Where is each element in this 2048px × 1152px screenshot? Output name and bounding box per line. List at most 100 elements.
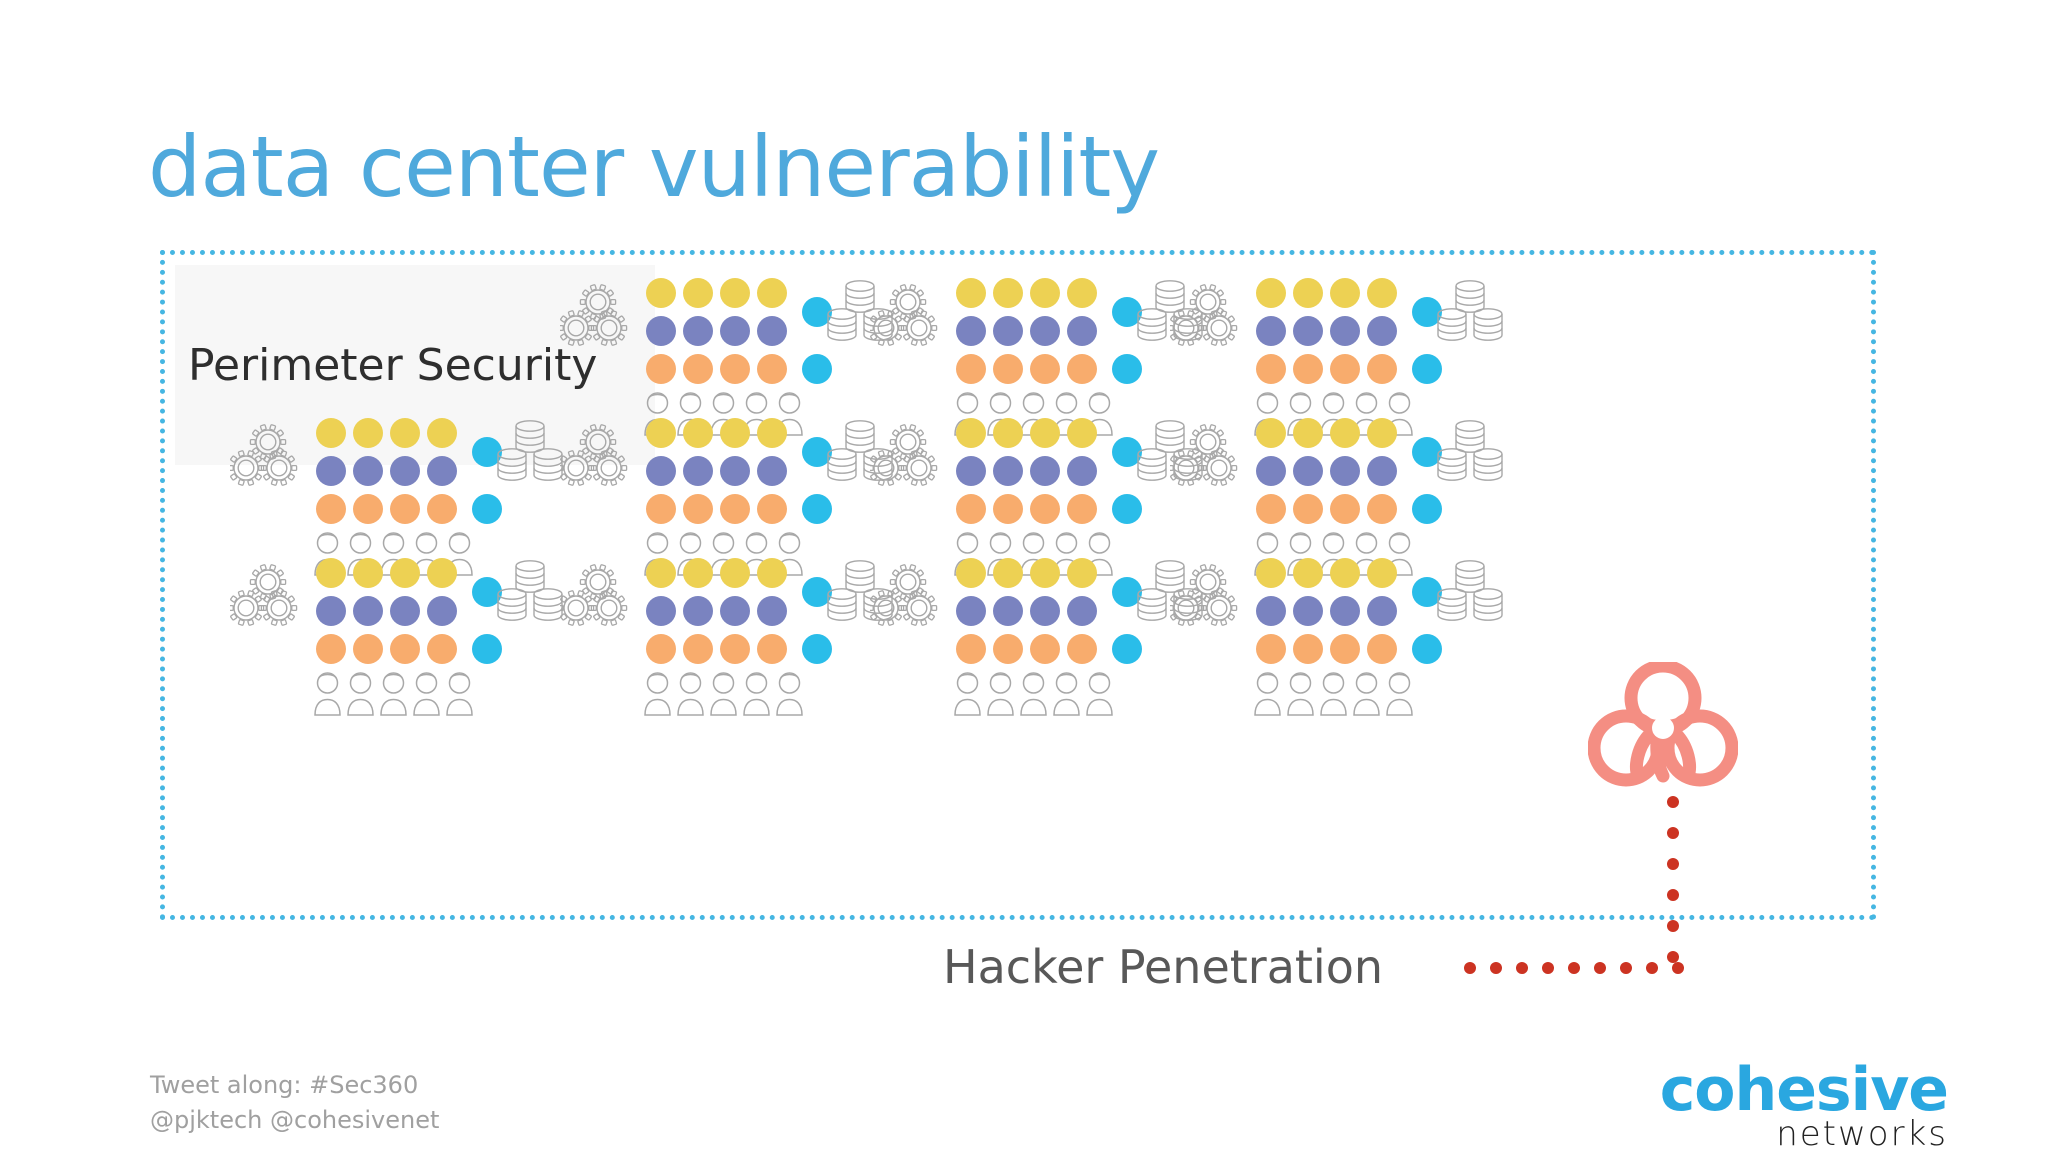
server-dot-purple xyxy=(993,316,1023,346)
trail-dot xyxy=(1490,962,1502,974)
server-dot-yellow xyxy=(1293,278,1323,308)
gear-icon xyxy=(870,424,940,490)
logo-sub-text: networks xyxy=(1776,1114,1948,1152)
database-icon xyxy=(825,278,895,348)
server-dot-yellow xyxy=(993,418,1023,448)
server-dot-yellow xyxy=(1330,278,1360,308)
trail-dot xyxy=(1646,962,1658,974)
server-dot-cyan xyxy=(1412,354,1442,384)
server-dot-orange xyxy=(1330,634,1360,664)
server-dot-orange xyxy=(757,494,787,524)
server-dot-cyan xyxy=(1412,437,1442,467)
server-dot-purple xyxy=(1367,596,1397,626)
server-dot-matrix xyxy=(316,558,502,666)
server-dot-yellow xyxy=(427,418,457,448)
server-dot-purple xyxy=(1256,456,1286,486)
server-dot-orange xyxy=(1293,634,1323,664)
server-dot-cyan xyxy=(802,297,832,327)
perimeter-boundary xyxy=(160,250,1876,920)
server-rack-cluster[interactable] xyxy=(1170,550,1503,730)
server-dot-purple xyxy=(993,596,1023,626)
server-dot-cyan xyxy=(1412,494,1442,524)
server-dot-matrix xyxy=(316,418,502,526)
server-dot-orange xyxy=(956,494,986,524)
server-dot-yellow xyxy=(316,418,346,448)
person-icon xyxy=(987,670,1014,720)
server-dot-purple xyxy=(316,456,346,486)
database-icon xyxy=(825,418,895,488)
server-dot-yellow xyxy=(1293,558,1323,588)
server-dot-cyan xyxy=(1112,634,1142,664)
server-dot-purple xyxy=(1367,316,1397,346)
server-dot-purple xyxy=(646,596,676,626)
server-dot-orange xyxy=(993,354,1023,384)
server-rack-cluster[interactable] xyxy=(560,410,893,590)
server-rack-cluster[interactable] xyxy=(230,410,563,590)
person-icon xyxy=(1353,670,1380,720)
server-dot-purple xyxy=(316,596,346,626)
server-dot-yellow xyxy=(646,418,676,448)
server-dot-orange xyxy=(1367,354,1397,384)
person-icon xyxy=(446,670,473,720)
server-dot-purple xyxy=(1030,596,1060,626)
server-dot-purple xyxy=(1256,316,1286,346)
server-dot-purple xyxy=(757,316,787,346)
server-dot-yellow xyxy=(1256,558,1286,588)
server-dot-purple xyxy=(1030,316,1060,346)
server-dot-yellow xyxy=(757,558,787,588)
server-rack-cluster[interactable] xyxy=(230,550,563,730)
page-title: data center vulnerability xyxy=(148,118,1160,216)
tweet-line-1: Tweet along: #Sec360 xyxy=(150,1071,419,1099)
server-dot-orange xyxy=(956,354,986,384)
gear-icon xyxy=(560,424,630,490)
trail-dot xyxy=(1594,962,1606,974)
trail-dot xyxy=(1464,962,1476,974)
person-icon xyxy=(677,670,704,720)
server-dot-orange xyxy=(1030,634,1060,664)
data-center-grid xyxy=(160,250,1876,920)
trail-dot xyxy=(1667,827,1679,839)
trail-dot xyxy=(1667,920,1679,932)
person-icon xyxy=(1320,670,1347,720)
server-dot-purple xyxy=(390,596,420,626)
server-dot-yellow xyxy=(316,558,346,588)
server-dot-orange xyxy=(1367,494,1397,524)
server-dot-orange xyxy=(1067,354,1097,384)
gear-icon xyxy=(560,564,630,630)
gear-icon xyxy=(870,284,940,350)
server-dot-matrix xyxy=(646,278,832,386)
server-dot-orange xyxy=(757,634,787,664)
person-icon xyxy=(710,670,737,720)
hacker-penetration-label: Hacker Penetration xyxy=(943,940,1384,994)
cohesive-networks-logo: cohesive networks xyxy=(1660,1060,1949,1152)
server-dot-orange xyxy=(316,634,346,664)
server-rack-cluster[interactable] xyxy=(870,550,1203,730)
user-group-icons xyxy=(1254,530,1414,580)
server-dot-yellow xyxy=(1030,278,1060,308)
server-rack-cluster[interactable] xyxy=(560,550,893,730)
server-rack-cluster[interactable] xyxy=(870,270,1203,450)
server-dot-purple xyxy=(1367,456,1397,486)
server-dot-purple xyxy=(646,456,676,486)
server-dot-orange xyxy=(720,634,750,664)
server-dot-purple xyxy=(683,596,713,626)
person-icon xyxy=(1086,670,1113,720)
server-dot-yellow xyxy=(427,558,457,588)
person-icon xyxy=(1287,670,1314,720)
server-dot-orange xyxy=(956,634,986,664)
gear-icon xyxy=(230,564,300,630)
trail-dot xyxy=(1516,962,1528,974)
server-dot-yellow xyxy=(1293,418,1323,448)
server-dot-yellow xyxy=(353,418,383,448)
user-group-icons xyxy=(1254,670,1414,720)
server-dot-purple xyxy=(646,316,676,346)
server-dot-purple xyxy=(1067,596,1097,626)
server-dot-purple xyxy=(720,456,750,486)
server-rack-cluster[interactable] xyxy=(1170,270,1503,450)
server-dot-matrix xyxy=(1256,558,1442,666)
trail-dot xyxy=(1568,962,1580,974)
server-rack-cluster[interactable] xyxy=(1170,410,1503,590)
database-icon xyxy=(1435,278,1505,348)
server-dot-orange xyxy=(1293,354,1323,384)
